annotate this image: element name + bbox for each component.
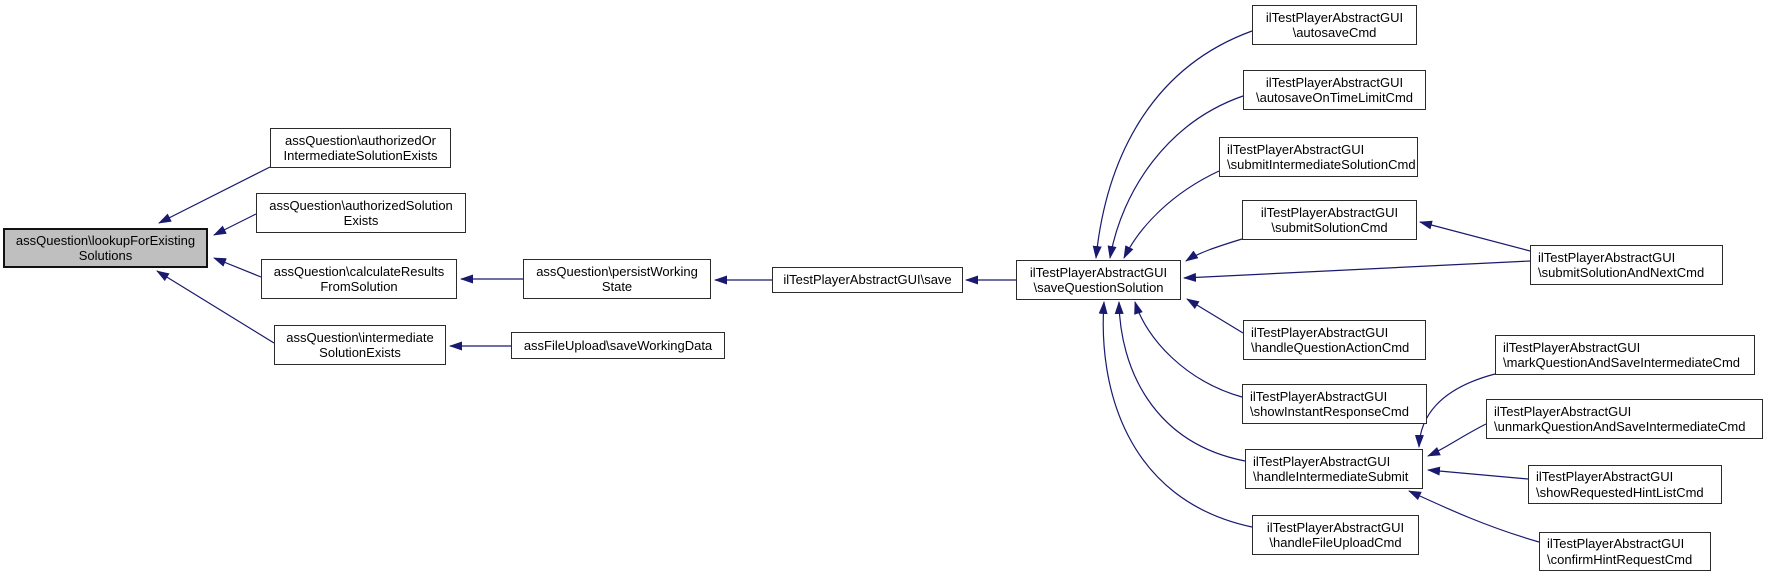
node-label-line: ilTestPlayerAbstractGUI bbox=[1029, 264, 1168, 280]
node-ilTestPlayerAbstractGUI-save[interactable]: ilTestPlayerAbstractGUI\save bbox=[772, 267, 963, 293]
node-label-line: ilTestPlayerAbstractGUI bbox=[1536, 469, 1674, 484]
node-label-line: Exists bbox=[343, 213, 379, 228]
node-ilTestPlayerAbstractGUI-showInstantResponseCmd[interactable]: ilTestPlayerAbstractGUI\showInstantRespo… bbox=[1242, 384, 1427, 424]
node-label-line: ilTestPlayerAbstractGUI bbox=[1266, 519, 1405, 535]
node-label-line: assQuestion\authorizedSolution bbox=[269, 197, 453, 213]
edge-ilTestPlayerAbstractGUI-markQuestionAndSaveIntermediateCmd-to-ilTestPlayerAbstractGUI-handleIntermediateSubmit bbox=[1414, 373, 1496, 448]
node-label-line: State bbox=[601, 279, 633, 294]
node-label-line: \submitSolutionCmd bbox=[1271, 220, 1388, 235]
edge-ilTestPlayerAbstractGUI-handleQuestionActionCmd-to-ilTestPlayerAbstractGUI-saveQuestionSolution bbox=[1186, 298, 1244, 334]
node-label-line: ilTestPlayerAbstractGUI bbox=[1227, 141, 1365, 157]
node-label-line: \confirmHintRequestCmd bbox=[1547, 551, 1693, 567]
node-label-line: ilTestPlayerAbstractGUI bbox=[1260, 204, 1399, 220]
node-label-line: ilTestPlayerAbstractGUI bbox=[1265, 74, 1404, 90]
node-label-line: assQuestion\lookupForExisting bbox=[15, 232, 196, 248]
node-label-line: IntermediateSolutionExists bbox=[283, 148, 438, 163]
edge-assQuestion-authorizedOrIntermediateSolutionExists-to-assQuestion-lookupForExistingSolutions bbox=[158, 166, 271, 224]
node-label-line: \saveQuestionSolution bbox=[1033, 280, 1164, 295]
edge-ilTestPlayerAbstractGUI-showInstantResponseCmd-to-ilTestPlayerAbstractGUI-saveQuestionSolution bbox=[1134, 301, 1243, 398]
node-label-line: ilTestPlayerAbstractGUI\save bbox=[783, 272, 952, 288]
node-label-line: ilTestPlayerAbstractGUI bbox=[1547, 536, 1685, 551]
node-ilTestPlayerAbstractGUI-markQuestionAndSaveIntermediateCmd[interactable]: ilTestPlayerAbstractGUI\markQuestionAndS… bbox=[1495, 335, 1755, 375]
node-label-line: ilTestPlayerAbstractGUI bbox=[1251, 324, 1389, 340]
edge-ilTestPlayerAbstractGUI-handleIntermediateSubmit-to-ilTestPlayerAbstractGUI-saveQuestionSolution bbox=[1114, 301, 1246, 462]
node-ilTestPlayerAbstractGUI-confirmHintRequestCmd[interactable]: ilTestPlayerAbstractGUI\confirmHintReque… bbox=[1539, 532, 1711, 571]
node-label-line: \showInstantResponseCmd bbox=[1250, 404, 1409, 419]
node-label-line: \submitIntermediateSolutionCmd bbox=[1227, 157, 1416, 172]
edge-assQuestion-intermediateSolutionExists-to-assQuestion-lookupForExistingSolutions bbox=[156, 270, 275, 344]
edge-ilTestPlayerAbstractGUI-submitSolutionAndNextCmd-to-ilTestPlayerAbstractGUI-saveQuestionSolution bbox=[1183, 260, 1531, 282]
node-label-line: ilTestPlayerAbstractGUI bbox=[1538, 249, 1676, 265]
node-assFileUpload-saveWorkingData[interactable]: assFileUpload\saveWorkingData bbox=[511, 332, 725, 359]
edge-assQuestion-authorizedSolutionExists-to-assQuestion-lookupForExistingSolutions bbox=[213, 213, 257, 236]
node-label-line: ilTestPlayerAbstractGUI bbox=[1494, 403, 1632, 419]
node-label-line: FromSolution bbox=[320, 279, 398, 294]
edge-ilTestPlayerAbstractGUI-submitSolutionCmd-to-ilTestPlayerAbstractGUI-saveQuestionSolution bbox=[1185, 238, 1243, 262]
edge-ilTestPlayerAbstractGUI-confirmHintRequestCmd-to-ilTestPlayerAbstractGUI-handleIntermediateSubmit bbox=[1408, 490, 1540, 543]
node-label-line: ilTestPlayerAbstractGUI bbox=[1253, 453, 1391, 469]
node-label-line: ilTestPlayerAbstractGUI bbox=[1265, 9, 1404, 25]
node-label-line: \autosaveCmd bbox=[1292, 25, 1377, 40]
node-ilTestPlayerAbstractGUI-saveQuestionSolution[interactable]: ilTestPlayerAbstractGUI\saveQuestionSolu… bbox=[1016, 260, 1181, 300]
node-ilTestPlayerAbstractGUI-handleQuestionActionCmd[interactable]: ilTestPlayerAbstractGUI\handleQuestionAc… bbox=[1243, 320, 1426, 360]
node-label-line: \unmarkQuestionAndSaveIntermediateCmd bbox=[1494, 419, 1746, 434]
node-label-line: assQuestion\authorizedOr bbox=[284, 132, 437, 148]
node-ilTestPlayerAbstractGUI-handleFileUploadCmd[interactable]: ilTestPlayerAbstractGUI\handleFileUpload… bbox=[1252, 515, 1419, 555]
node-ilTestPlayerAbstractGUI-handleIntermediateSubmit[interactable]: ilTestPlayerAbstractGUI\handleIntermedia… bbox=[1245, 449, 1423, 489]
node-label-line: ilTestPlayerAbstractGUI bbox=[1503, 339, 1641, 355]
node-ilTestPlayerAbstractGUI-unmarkQuestionAndSaveIntermediateCmd[interactable]: ilTestPlayerAbstractGUI\unmarkQuestionAn… bbox=[1486, 399, 1763, 439]
edge-ilTestPlayerAbstractGUI-submitIntermediateSolutionCmd-to-ilTestPlayerAbstractGUI-saveQuestionSolution bbox=[1123, 170, 1220, 259]
node-label-line: assQuestion\intermediate bbox=[286, 329, 434, 345]
node-label-line: \submitSolutionAndNextCmd bbox=[1538, 265, 1705, 280]
node-label-line: SolutionExists bbox=[319, 345, 401, 360]
node-label-line: assFileUpload\saveWorkingData bbox=[523, 337, 713, 353]
node-ilTestPlayerAbstractGUI-autosaveOnTimeLimitCmd[interactable]: ilTestPlayerAbstractGUI\autosaveOnTimeLi… bbox=[1243, 70, 1426, 110]
edge-ilTestPlayerAbstractGUI-showRequestedHintListCmd-to-ilTestPlayerAbstractGUI-handleIntermediateSubmit bbox=[1427, 466, 1529, 480]
edge-ilTestPlayerAbstractGUI-unmarkQuestionAndSaveIntermediateCmd-to-ilTestPlayerAbstractGUI-handleIntermediateSubmit bbox=[1427, 423, 1487, 457]
edge-assQuestion-calculateResultsFromSolution-to-assQuestion-lookupForExistingSolutions bbox=[213, 257, 262, 278]
node-label-line: \showRequestedHintListCmd bbox=[1536, 484, 1704, 500]
node-ilTestPlayerAbstractGUI-autosaveCmd[interactable]: ilTestPlayerAbstractGUI\autosaveCmd bbox=[1252, 5, 1417, 45]
node-label-line: \handleQuestionActionCmd bbox=[1251, 340, 1410, 355]
node-ilTestPlayerAbstractGUI-submitIntermediateSolutionCmd[interactable]: ilTestPlayerAbstractGUI\submitIntermedia… bbox=[1219, 137, 1418, 177]
edge-ilTestPlayerAbstractGUI-autosaveOnTimeLimitCmd-to-ilTestPlayerAbstractGUI-saveQuestionSolution bbox=[1107, 95, 1244, 259]
node-ilTestPlayerAbstractGUI-submitSolutionCmd[interactable]: ilTestPlayerAbstractGUI\submitSolutionCm… bbox=[1242, 200, 1417, 240]
node-label-line: \handleIntermediateSubmit bbox=[1253, 469, 1409, 484]
node-label-line: \autosaveOnTimeLimitCmd bbox=[1255, 90, 1413, 105]
edge-ilTestPlayerAbstractGUI-handleFileUploadCmd-to-ilTestPlayerAbstractGUI-saveQuestionSolution bbox=[1098, 301, 1253, 528]
node-label-line: \markQuestionAndSaveIntermediateCmd bbox=[1503, 355, 1741, 370]
node-label-line: Solutions bbox=[78, 248, 133, 263]
node-ilTestPlayerAbstractGUI-submitSolutionAndNextCmd[interactable]: ilTestPlayerAbstractGUI\submitSolutionAn… bbox=[1530, 245, 1723, 285]
node-label-line: \handleFileUploadCmd bbox=[1269, 535, 1402, 550]
node-label-line: assQuestion\persistWorking bbox=[536, 263, 698, 279]
node-label-line: assQuestion\calculateResults bbox=[273, 263, 445, 279]
edge-ilTestPlayerAbstractGUI-autosaveCmd-to-ilTestPlayerAbstractGUI-saveQuestionSolution bbox=[1092, 30, 1253, 259]
node-ilTestPlayerAbstractGUI-showRequestedHintListCmd[interactable]: ilTestPlayerAbstractGUI\showRequestedHin… bbox=[1528, 465, 1722, 504]
edge-ilTestPlayerAbstractGUI-submitSolutionAndNextCmd-to-ilTestPlayerAbstractGUI-submitSolutionCmd bbox=[1419, 220, 1531, 252]
node-label-line: ilTestPlayerAbstractGUI bbox=[1250, 388, 1388, 404]
